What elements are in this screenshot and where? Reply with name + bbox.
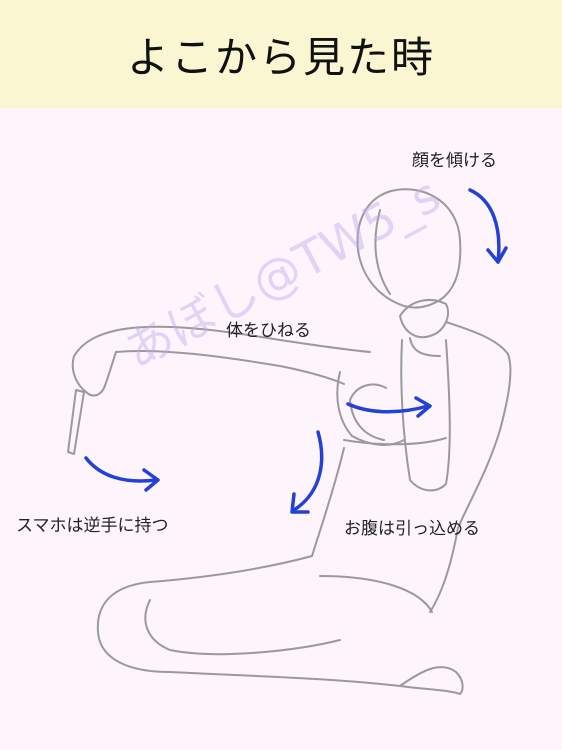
arrow-twist-body (346, 402, 430, 414)
arrow-phone (84, 456, 158, 483)
arrow-belly-head (290, 492, 310, 514)
shin (169, 671, 461, 695)
arrow-tilt-face-head (486, 246, 508, 264)
foot (399, 666, 464, 695)
upper-back (457, 429, 501, 529)
underbust (343, 437, 447, 446)
chin-hand (399, 299, 449, 339)
title-banner: よこから見た時 (0, 0, 562, 108)
illustration-panel (0, 108, 562, 750)
annotation-twist-body: 体をひねる (226, 321, 311, 341)
arrow-belly (292, 430, 324, 512)
knee-fold (144, 599, 341, 656)
arm-upper (117, 325, 371, 353)
shoulder-back (445, 321, 512, 431)
arrow-phone-head (142, 468, 160, 492)
phone-hand (71, 329, 119, 397)
neck (409, 337, 441, 357)
hair-line (374, 209, 391, 295)
annotation-tilt-face: 顔を傾ける (412, 151, 497, 171)
arm-lower (115, 349, 345, 385)
chest (336, 371, 405, 446)
arrow-twist-body-head (414, 396, 432, 418)
arrow-tilt-face (468, 188, 501, 264)
belly (311, 447, 345, 557)
thigh-inner (319, 575, 433, 613)
phone (67, 389, 85, 455)
annotation-pull-belly: お腹は引っ込める (344, 519, 480, 539)
forearm-raised (400, 339, 451, 492)
page-title: よこから見た時 (126, 32, 435, 82)
thigh-top (96, 555, 313, 673)
hip-back (429, 527, 459, 613)
annotation-phone-hand: スマホは逆手に持つ (16, 516, 169, 536)
head-outline (356, 188, 462, 309)
